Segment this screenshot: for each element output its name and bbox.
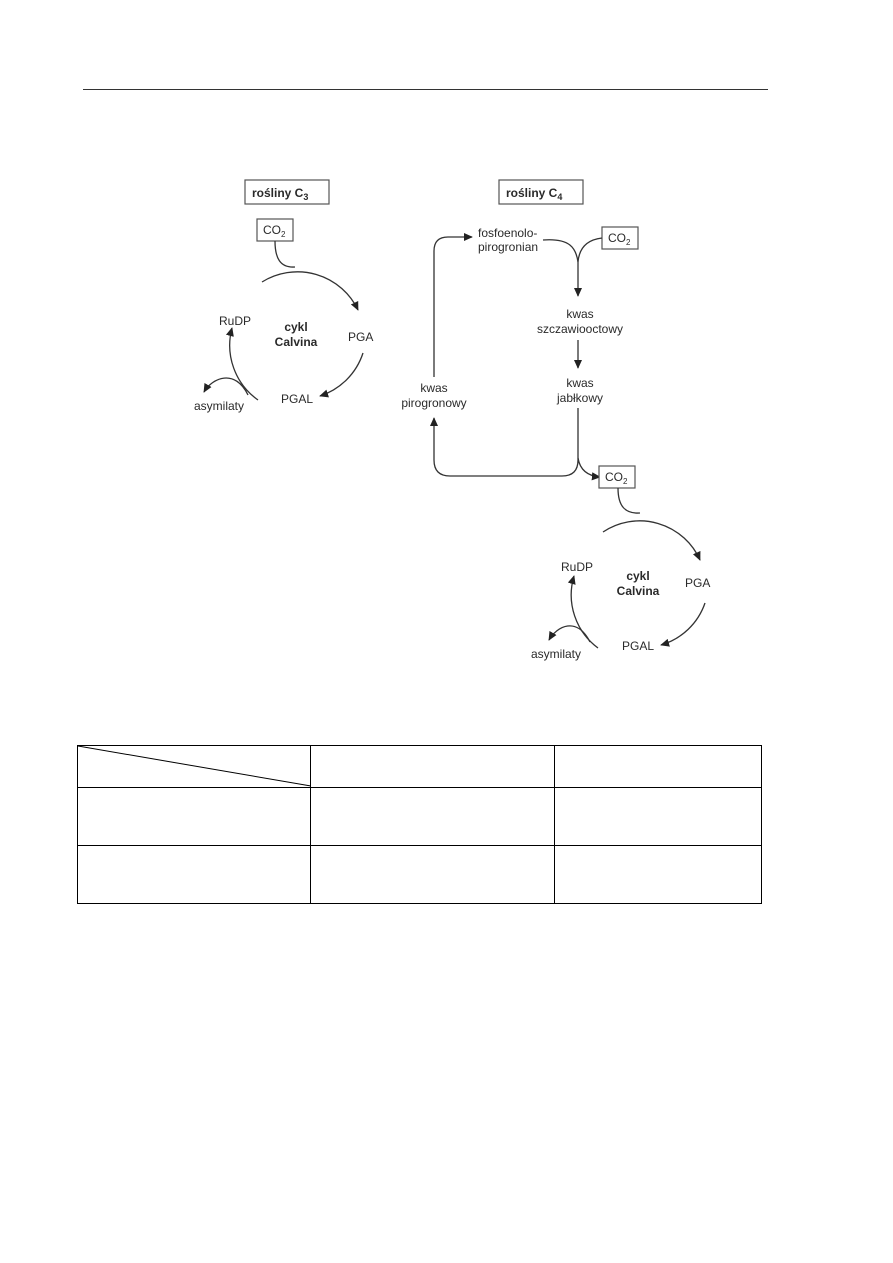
c4-co2-box-bottom <box>598 465 636 489</box>
c3-asymilaty-label: asymilaty <box>194 399 244 413</box>
c4-cycle-arrow-left <box>567 575 599 649</box>
c4-cycle-label-2: Calvina <box>617 584 660 598</box>
c3-cycle-label-2: Calvina <box>275 335 318 349</box>
c4-pep-label-1: fosfoenolo- <box>478 226 537 240</box>
c4-title: rośliny C4 <box>506 186 562 202</box>
table-cell[interactable] <box>77 845 311 904</box>
diagonal-divider <box>78 746 311 787</box>
c4-arrow-to-co2-release <box>577 457 601 481</box>
c3-pga-label: PGA <box>348 330 373 344</box>
table-cell[interactable] <box>310 745 555 788</box>
c4-title-box <box>498 179 584 205</box>
table-row <box>77 787 762 846</box>
c3-cycle-arrow-top <box>261 271 359 311</box>
c4-co2-label-bottom: CO2 <box>605 470 628 486</box>
c3-title: rośliny C3 <box>252 186 308 202</box>
c4-oxaloacetate-label-1: kwas <box>566 307 593 321</box>
table-cell[interactable] <box>77 787 311 846</box>
table-cell[interactable] <box>310 787 555 846</box>
c3-rudp-label: RuDP <box>219 314 251 328</box>
c4-asymilaty-label: asymilaty <box>531 647 581 661</box>
c3-cycle-label-1: cykl <box>284 320 307 334</box>
c3-panel: rośliny C3 CO2 cykl Calvina RuDP PGA PGA… <box>194 179 373 413</box>
c4-arrow-to-pep <box>433 232 473 377</box>
table-cell[interactable] <box>310 845 555 904</box>
c3-cycle-arrow-right <box>319 352 364 398</box>
c3-pgal-label: PGAL <box>281 392 313 406</box>
c4-pga-label: PGA <box>685 576 710 590</box>
c4-pgal-label: PGAL <box>622 639 654 653</box>
c4-rudp-label: RuDP <box>561 560 593 574</box>
c4-pyruvate-label-2: pirogronowy <box>401 396 466 410</box>
c4-pyruvate-label-1: kwas <box>420 381 447 395</box>
answer-table <box>77 745 762 904</box>
c3-co2-label: CO2 <box>263 223 286 239</box>
c4-oxaloacetate-label-2: szczawiooctowy <box>537 322 623 336</box>
c4-cycle-arrow-right <box>660 602 706 647</box>
table-header-row <box>77 745 762 788</box>
c4-malate-label-1: kwas <box>566 376 593 390</box>
c4-co2-join-line <box>577 237 603 263</box>
c4-cycle-label-1: cykl <box>626 569 649 583</box>
table-cell[interactable] <box>554 845 762 904</box>
c3-title-box <box>244 179 330 205</box>
c4-pep-join-line <box>542 239 579 263</box>
c4-co2-label-top: CO2 <box>608 231 631 247</box>
table-cell[interactable] <box>554 745 762 788</box>
c4-malate-label-2: jabłkowy <box>556 391 603 405</box>
table-cell[interactable] <box>554 787 762 846</box>
c4-pep-label-2: pirogronian <box>478 240 538 254</box>
c3-cycle-arrow-left <box>225 327 259 401</box>
table-row <box>77 845 762 904</box>
c4-cycle-arrow-top <box>602 520 701 561</box>
c3-co2-input-arrow <box>274 240 296 268</box>
c3-c4-photosynthesis-diagram: rośliny C3 CO2 cykl Calvina RuDP PGA PGA… <box>194 179 710 661</box>
c4-panel: rośliny C4 fosfoenolo- pirogronian CO2 k… <box>401 179 710 661</box>
c4-arrow-to-pyruvate <box>429 408 579 477</box>
c4-co2-input-arrow <box>617 487 641 514</box>
c3-asymilaty-arrow <box>203 377 249 396</box>
table-corner-cell <box>77 745 311 788</box>
c4-asymilaty-arrow <box>548 625 591 643</box>
header-rule <box>83 89 768 90</box>
